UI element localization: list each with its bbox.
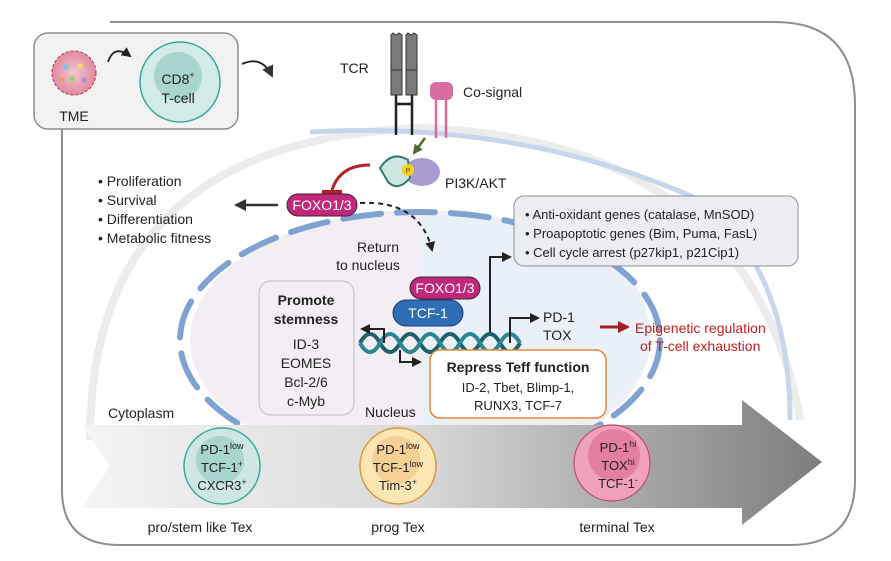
stemness-gene: Bcl-2/6 bbox=[284, 374, 328, 390]
plasma-membrane-blue bbox=[309, 127, 793, 421]
marker: PD-1hi bbox=[600, 439, 637, 455]
gene-item: • Proapoptotic genes (Bim, Puma, FasL) bbox=[525, 226, 757, 241]
stage-cell-terminal: PD-1hi TOXhi TCF-1- bbox=[573, 424, 651, 502]
return-label: Return bbox=[357, 239, 399, 255]
tcell-label: T-cell bbox=[161, 90, 194, 106]
activation-arrow bbox=[412, 137, 427, 155]
outcome-item: • Metabolic fitness bbox=[98, 230, 211, 246]
marker: Tim-3+ bbox=[379, 477, 417, 493]
stage-label: prog Tex bbox=[371, 519, 424, 535]
pd1-label: PD-1 bbox=[543, 309, 575, 325]
inset-to-cell-arrow bbox=[241, 60, 274, 78]
pd1-tox-arrow bbox=[509, 313, 540, 343]
outcome-item: • Survival bbox=[98, 192, 157, 208]
marker: CXCR3+ bbox=[197, 477, 246, 493]
gene-item: • Anti-oxidant genes (catalase, MnSOD) bbox=[525, 207, 754, 222]
marker: TOXhi bbox=[601, 457, 635, 473]
epigenetic-label-2: of T-cell exhaustion bbox=[640, 338, 760, 354]
gene-item: • Cell cycle arrest (p27kip1, p21Cip1) bbox=[525, 245, 739, 260]
stemness-title: Promote bbox=[278, 292, 335, 308]
stemness-gene: c-Myb bbox=[287, 393, 325, 409]
stage-cell-stem-like: PD-1low TCF-1+ CXCR3+ bbox=[183, 427, 261, 505]
outcomes-list: • Proliferation • Survival • Differentia… bbox=[98, 173, 211, 246]
repress-genes: ID-2, Tbet, Blimp-1, bbox=[462, 380, 574, 395]
cosignal-receptor-icon bbox=[430, 82, 453, 138]
stage-label: terminal Tex bbox=[579, 519, 654, 535]
stemness-gene: ID-3 bbox=[293, 336, 320, 352]
marker: PD-1low bbox=[376, 441, 420, 457]
marker: PD-1low bbox=[200, 441, 244, 457]
repress-genes-2: RUNX3, TCF-7 bbox=[474, 398, 562, 413]
cytoplasm-label: Cytoplasm bbox=[108, 405, 174, 421]
pi3k-akt-icon: P bbox=[378, 155, 440, 188]
tcf1-label: TCF-1 bbox=[408, 305, 448, 321]
tme-icon bbox=[51, 50, 97, 96]
inhibition-arrow bbox=[330, 163, 371, 191]
outcome-item: • Proliferation bbox=[98, 173, 182, 189]
stemness-title-2: stemness bbox=[274, 311, 339, 327]
marker: TCF-1- bbox=[598, 475, 638, 491]
tme-inset: TME CD8+ T-cell bbox=[33, 32, 239, 130]
tme-to-cell-arrow bbox=[107, 47, 132, 63]
stemness-arrow bbox=[360, 324, 385, 343]
repress-box bbox=[429, 349, 607, 419]
tcr-receptor-icon bbox=[390, 32, 418, 135]
marker: TCF-1+ bbox=[201, 459, 243, 475]
cosignal-label: Co-signal bbox=[463, 84, 522, 100]
stemness-gene: EOMES bbox=[281, 355, 332, 371]
marker: TCF-1low bbox=[373, 459, 424, 475]
foxo-nucleus-label: FOXO1/3 bbox=[415, 280, 474, 296]
return-label-2: to nucleus bbox=[336, 257, 400, 273]
epigenetic-label: Epigenetic regulation bbox=[635, 320, 766, 336]
tcf1-pill bbox=[392, 299, 464, 327]
gene-box-arrow bbox=[489, 252, 512, 335]
gene-targets-box bbox=[513, 195, 799, 267]
tcr-label: TCR bbox=[340, 60, 369, 76]
stage-label: pro/stem like Tex bbox=[148, 519, 253, 535]
stemness-box bbox=[258, 280, 355, 416]
nucleus-label: Nucleus bbox=[365, 404, 416, 420]
tox-label: TOX bbox=[543, 327, 572, 343]
foxo-cytoplasm-pill bbox=[286, 193, 358, 217]
cd8-tcell-icon bbox=[139, 41, 221, 123]
cd8-label: CD8+ bbox=[161, 70, 194, 87]
stage-cell-progenitor: PD-1low TCF-1low Tim-3+ bbox=[359, 427, 437, 505]
foxo-nucleus-pill bbox=[409, 276, 481, 300]
repress-arrow bbox=[399, 350, 422, 367]
phospho-label: P bbox=[406, 168, 411, 175]
inner-membrane-arc bbox=[86, 123, 804, 441]
progression-arrow bbox=[82, 400, 822, 525]
return-arrow bbox=[359, 201, 435, 252]
foxo-cytoplasm-label: FOXO1/3 bbox=[292, 197, 351, 213]
pi3k-label: PI3K/AKT bbox=[445, 175, 507, 191]
outcome-item: • Differentiation bbox=[98, 211, 193, 227]
tme-label: TME bbox=[59, 108, 89, 124]
repress-title: Repress Teff function bbox=[447, 359, 590, 375]
